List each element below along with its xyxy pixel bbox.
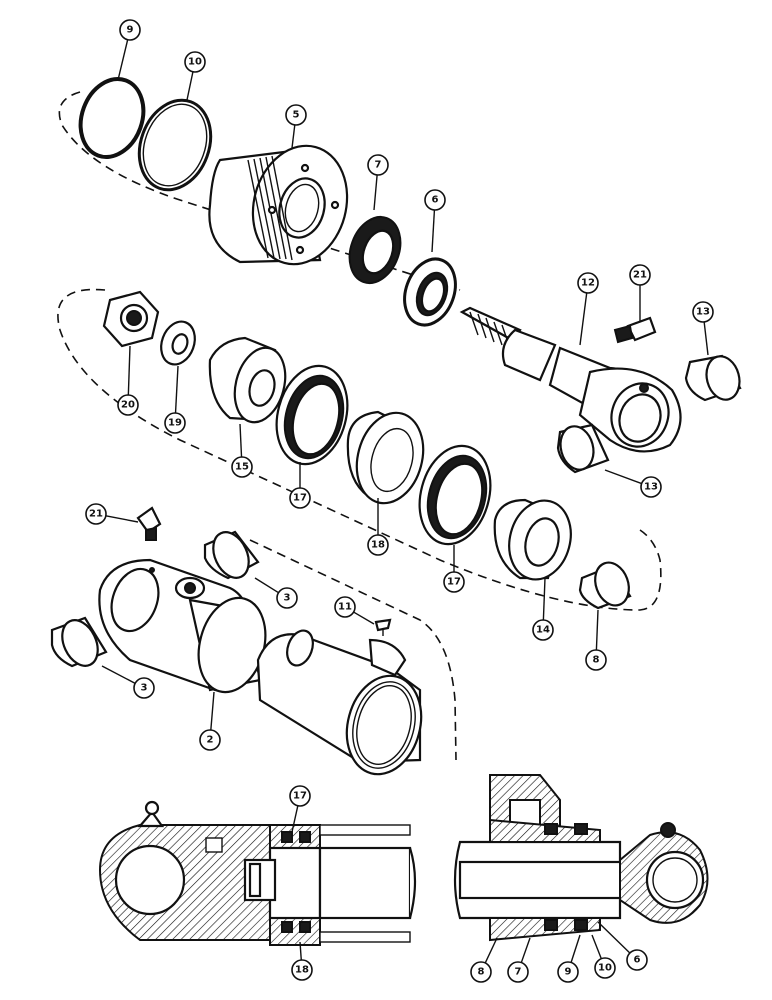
wear-ring-18 xyxy=(346,410,425,505)
bushing-8 xyxy=(578,561,632,610)
bushing-13-top xyxy=(684,354,742,402)
bushing-3-upper xyxy=(203,530,260,580)
rod-seal-7 xyxy=(348,216,402,284)
piston-seal-17-b xyxy=(418,444,492,546)
nut-20 xyxy=(102,290,160,348)
assembly-guide-line-middle xyxy=(57,288,662,611)
assembly-guide-line-bottom xyxy=(249,539,457,761)
o-ring-9 xyxy=(78,77,146,159)
cross-section-rod-end xyxy=(453,774,709,942)
piston-14 xyxy=(493,498,572,581)
screw-11 xyxy=(374,618,392,636)
gland-5 xyxy=(208,144,349,266)
assembly-guide-line-top xyxy=(58,91,461,291)
grease-fitting-21-top xyxy=(613,316,657,344)
bushing-13-lower xyxy=(556,423,610,474)
piston-15 xyxy=(208,336,287,424)
piston-rod-12 xyxy=(459,306,682,453)
grease-fitting-21-left xyxy=(136,506,162,541)
backup-ring-10 xyxy=(137,98,213,192)
cylinder-barrel xyxy=(256,629,423,776)
cylinder-base-eye-2 xyxy=(98,558,267,694)
wiper-6 xyxy=(403,257,457,327)
bushing-3-lower xyxy=(50,616,108,668)
washer-19 xyxy=(160,320,196,366)
cross-section-base-end xyxy=(98,800,417,946)
piston-seal-17-a xyxy=(275,364,349,466)
